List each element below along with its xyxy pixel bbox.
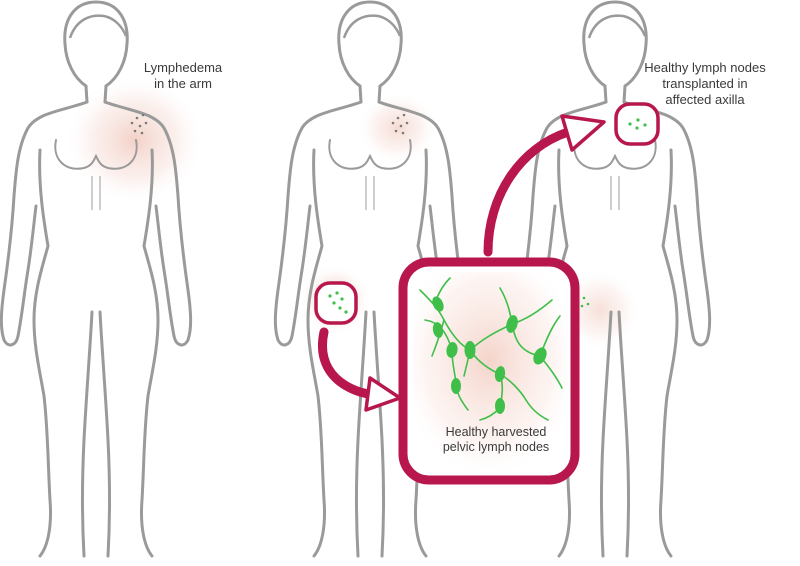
green-node-cluster-small bbox=[328, 291, 348, 314]
label-lymphedema: Lymphedema in the arm bbox=[128, 60, 238, 92]
label-transplanted-line1: Healthy lymph nodes bbox=[644, 60, 766, 75]
arrow-head-2 bbox=[560, 114, 606, 152]
arrow-head-1 bbox=[364, 376, 402, 412]
transplant-arrow bbox=[483, 114, 606, 257]
curved-arrow-icon bbox=[318, 327, 381, 401]
label-transplanted-line3: affected axilla bbox=[665, 92, 745, 107]
figure-harvest bbox=[273, 0, 467, 558]
label-harvested-line1: Healthy harvested bbox=[445, 425, 547, 439]
harvest-site-marker bbox=[314, 281, 358, 325]
transplant-site-marker bbox=[614, 102, 660, 146]
label-transplanted: Healthy lymph nodes transplanted in affe… bbox=[630, 60, 780, 108]
green-node-cluster-axilla bbox=[628, 118, 647, 130]
lymph-nodes bbox=[432, 296, 547, 414]
label-transplanted-line2: transplanted in bbox=[662, 76, 748, 91]
zoom-box-icon bbox=[398, 257, 580, 485]
label-lymphedema-line2: in the arm bbox=[154, 76, 212, 91]
axilla-glow bbox=[358, 92, 438, 164]
figure-lymphedema bbox=[0, 0, 205, 558]
label-harvested: Healthy harvested pelvic lymph nodes bbox=[416, 425, 576, 455]
label-lymphedema-line1: Lymphedema bbox=[143, 60, 223, 75]
label-harvested-line2: pelvic lymph nodes bbox=[442, 440, 550, 454]
curved-arrow-icon-2 bbox=[483, 123, 587, 257]
